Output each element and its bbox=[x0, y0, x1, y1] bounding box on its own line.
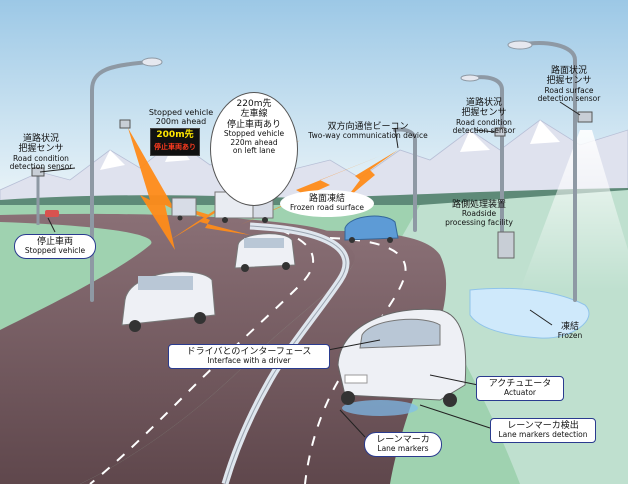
bubble-jp: 220m先 左車線 停止車両あり bbox=[226, 99, 281, 130]
stopped-vehicle-jp: 停止車両 bbox=[36, 237, 73, 247]
road-sensor-mid-en: Road condition detection sensor bbox=[452, 117, 516, 136]
label-beacon: 双方向通信ビーコン Two-way communication device bbox=[304, 122, 432, 141]
beacon-en: Two-way communication device bbox=[308, 131, 428, 141]
stopped-vehicle-ahead-en: Stopped vehicle 200m ahead bbox=[148, 108, 214, 127]
road-sensor-left-en: Road condition detection sensor bbox=[9, 153, 73, 172]
stopped-car-small bbox=[45, 210, 59, 217]
beacon-jp: 双方向通信ビーコン bbox=[327, 122, 409, 132]
label-stopped-vehicle: 停止車両 Stopped vehicle bbox=[14, 234, 96, 259]
vms-line-1: 200m先 bbox=[156, 130, 194, 140]
road-sensor-left-jp: 道路状況 把握センサ bbox=[18, 134, 64, 155]
label-stopped-vehicle-ahead: Stopped vehicle 200m ahead bbox=[144, 108, 218, 126]
road-sensor-mid-jp: 道路状況 把握センサ bbox=[461, 98, 507, 119]
frozen-jp: 凍結 bbox=[560, 322, 579, 332]
sensor-right bbox=[577, 111, 593, 123]
car-left bbox=[121, 271, 216, 332]
label-road-surface-sensor: 路面状況 把握センサ Road surface detection sensor bbox=[528, 66, 610, 104]
label-lane-detection: レーンマーカ検出 Lane markers detection bbox=[490, 418, 596, 443]
label-driver-interface: ドライバとのインターフェース Interface with a driver bbox=[168, 344, 330, 369]
frozen-road-jp: 路面凍結 bbox=[308, 194, 345, 204]
blue-car bbox=[344, 215, 399, 243]
car-main bbox=[337, 308, 467, 416]
driver-interface-jp: ドライバとのインターフェース bbox=[186, 347, 312, 357]
road-surface-sensor-jp: 路面状況 把握センサ bbox=[546, 66, 592, 87]
sensor-left bbox=[119, 119, 131, 129]
road-surface-sensor-en: Road surface detection sensor bbox=[537, 85, 601, 104]
actuator-en: Actuator bbox=[503, 388, 537, 398]
stopped-vehicle-en: Stopped vehicle bbox=[24, 246, 86, 256]
driver-interface-en: Interface with a driver bbox=[207, 356, 291, 366]
label-frozen-road: 路面凍結 Frozen road surface bbox=[280, 190, 374, 217]
lane-markers-en: Lane markers bbox=[377, 444, 429, 454]
frozen-patch bbox=[469, 287, 590, 339]
label-lane-markers: レーンマーカ Lane markers bbox=[364, 432, 442, 457]
label-road-sensor-mid: 道路状況 把握センサ Road condition detection sens… bbox=[442, 98, 526, 136]
in-car-message-bubble: 220m先 左車線 停止車両あり Stopped vehicle 220m ah… bbox=[210, 92, 298, 206]
label-frozen: 凍結 Frozen bbox=[548, 322, 592, 341]
variable-message-sign: 200m先 停止車両あり bbox=[150, 128, 200, 156]
roadside-cabinet bbox=[497, 231, 515, 259]
car-middle bbox=[234, 233, 296, 272]
bubble-en: Stopped vehicle 220m ahead on left lane bbox=[223, 129, 285, 156]
lane-detection-jp: レーンマーカ検出 bbox=[507, 421, 579, 431]
actuator-jp: アクチュエータ bbox=[488, 379, 552, 389]
frozen-road-en: Frozen road surface bbox=[290, 203, 364, 213]
vms-line-2: 停止車両あり bbox=[154, 143, 196, 151]
lane-markers-jp: レーンマーカ bbox=[376, 435, 430, 445]
label-road-sensor-left: 道路状況 把握センサ Road condition detection sens… bbox=[4, 134, 78, 172]
roadside-facility-jp: 路側処理装置 bbox=[451, 200, 506, 210]
truck-2 bbox=[171, 197, 197, 221]
label-roadside-facility: 路側処理装置 Roadside processing facility bbox=[436, 200, 522, 228]
frozen-en: Frozen bbox=[557, 331, 583, 341]
lane-detection-en: Lane markers detection bbox=[498, 430, 588, 440]
roadside-facility-en: Roadside processing facility bbox=[445, 209, 513, 227]
label-actuator: アクチュエータ Actuator bbox=[476, 376, 564, 401]
